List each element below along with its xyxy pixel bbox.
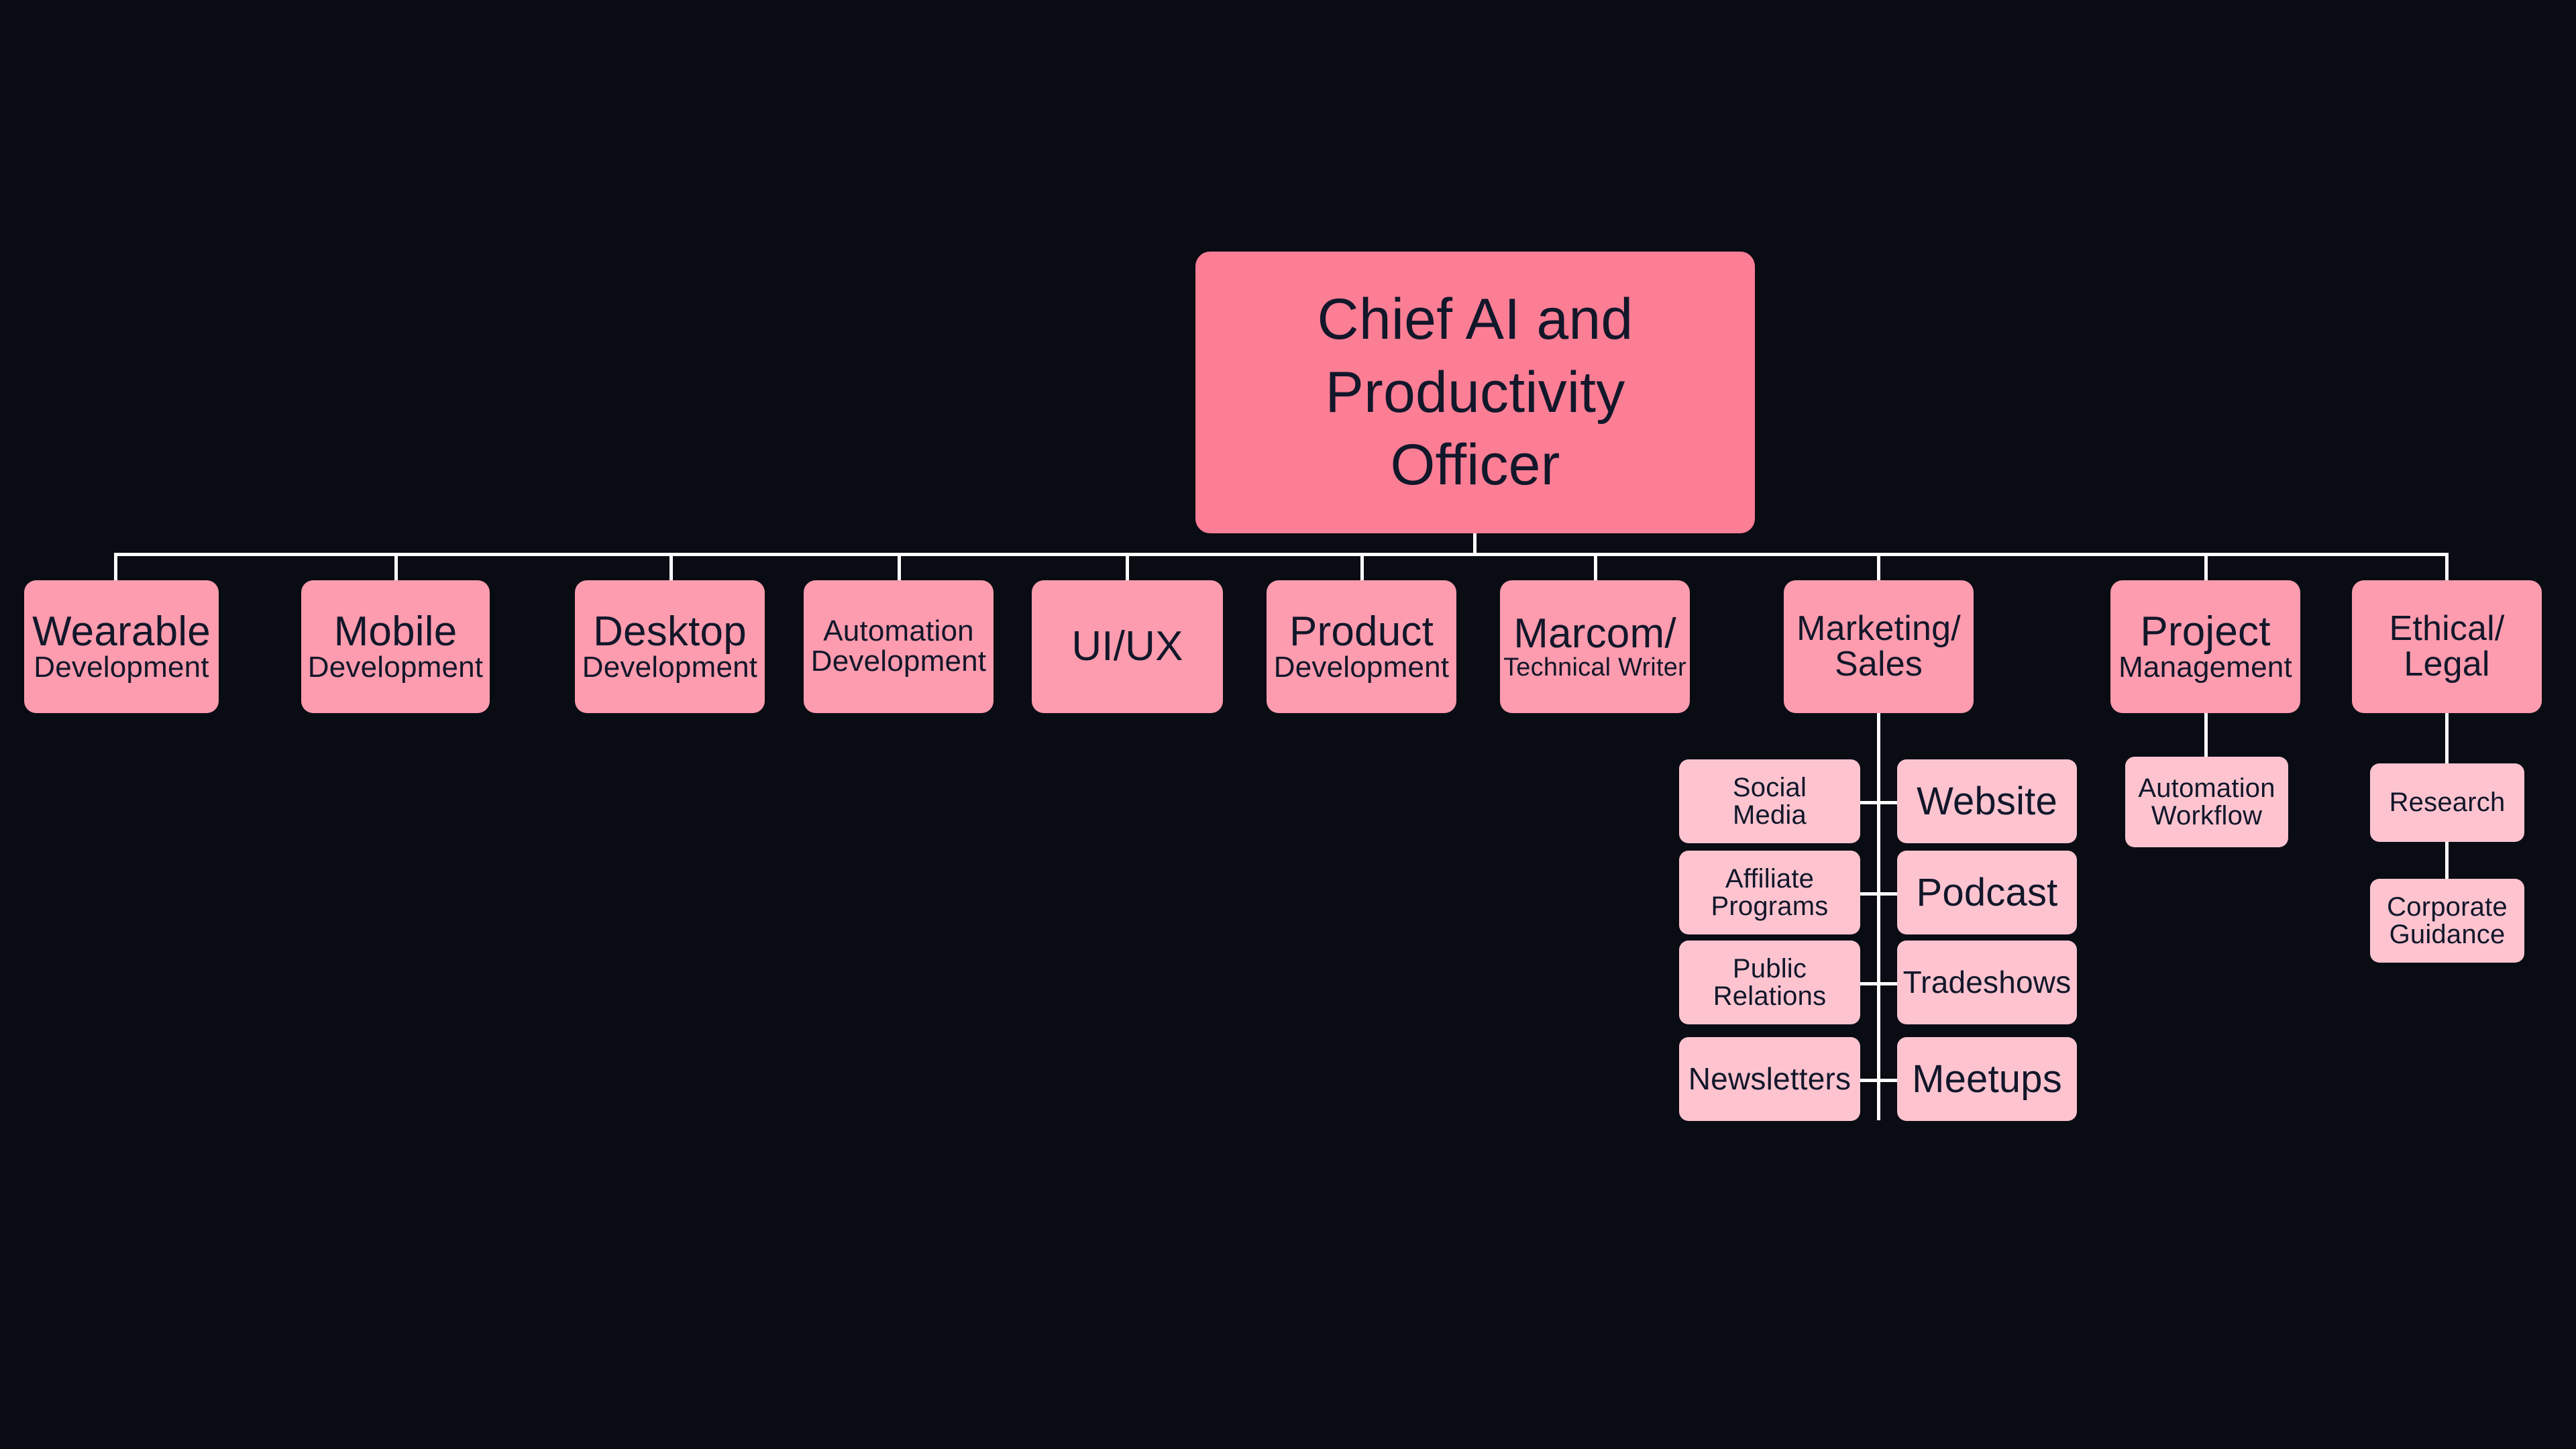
node-affiliate-programs[interactable]: Affiliate Programs: [1679, 851, 1860, 934]
node-ui-ux-line-1: UI/UX: [1071, 623, 1183, 670]
node-desktop-development-line-1: Desktop: [593, 608, 747, 655]
node-social-media-line-1: Social: [1732, 772, 1807, 802]
node-podcast-line-1: Podcast: [1916, 870, 2058, 914]
node-automation-workflow-line-2: Workflow: [2151, 800, 2263, 830]
node-podcast[interactable]: Podcast: [1897, 851, 2077, 934]
node-marcom-technical-writer-line-1: Marcom/: [1513, 610, 1676, 657]
node-root-chief-ai-and-productivity-officer[interactable]: Chief AI and Productivity Officer: [1195, 252, 1755, 533]
node-automation-development-line-2: Development: [810, 645, 987, 678]
node-tradeshows-line-1: Tradeshows: [1902, 965, 2072, 1000]
node-website[interactable]: Website: [1897, 759, 2077, 843]
connector-research-to-corporate-guidance: [2445, 842, 2449, 879]
node-automation-workflow[interactable]: Automation Workflow: [2125, 757, 2288, 847]
node-website-line-1: Website: [1917, 779, 2057, 823]
connector-ethical-to-research: [2445, 711, 2449, 763]
node-marketing-sales-line-1: Marketing/: [1796, 608, 1961, 648]
node-newsletters[interactable]: Newsletters: [1679, 1037, 1860, 1121]
connector-drop-marketing: [1877, 553, 1880, 580]
node-mobile-development-line-1: Mobile: [333, 608, 458, 655]
node-meetups[interactable]: Meetups: [1897, 1037, 2077, 1121]
node-public-relations-line-2: Relations: [1713, 981, 1827, 1011]
node-marcom-technical-writer-line-2: Technical Writer: [1503, 653, 1686, 682]
connector-drop-marcom: [1594, 553, 1597, 580]
node-newsletters-line-1: Newsletters: [1688, 1061, 1851, 1097]
connector-drop-ethical: [2445, 553, 2449, 580]
node-marketing-sales-line-2: Sales: [1834, 645, 1923, 684]
node-product-development-line-2: Development: [1273, 651, 1450, 684]
node-ethical-legal[interactable]: Ethical/ Legal: [2352, 580, 2542, 713]
connector-drop-product: [1360, 553, 1364, 580]
node-root-line-2: Productivity: [1325, 360, 1625, 425]
connector-drop-wearable: [114, 553, 117, 580]
node-automation-development[interactable]: Automation Development: [804, 580, 994, 713]
node-mobile-development-line-2: Development: [307, 651, 484, 684]
node-marketing-sales[interactable]: Marketing/ Sales: [1784, 580, 1974, 713]
connector-drop-desktop: [669, 553, 673, 580]
node-social-media-line-2: Media: [1733, 800, 1807, 830]
node-research-line-1: Research: [2389, 788, 2506, 818]
node-tradeshows[interactable]: Tradeshows: [1897, 941, 2077, 1024]
connector-stub-tradeshows: [1878, 982, 1901, 985]
connector-stub-website: [1878, 801, 1901, 804]
node-root-line-3: Officer: [1390, 433, 1560, 498]
connector-marketing-spine: [1877, 711, 1880, 1120]
node-meetups-line-1: Meetups: [1912, 1057, 2062, 1101]
node-project-management-line-1: Project: [2140, 608, 2271, 655]
node-public-relations[interactable]: Public Relations: [1679, 941, 1860, 1024]
connector-stub-meetups: [1878, 1079, 1901, 1082]
node-public-relations-line-1: Public: [1732, 953, 1807, 983]
connector-drop-project: [2204, 553, 2208, 580]
node-marcom-technical-writer[interactable]: Marcom/ Technical Writer: [1500, 580, 1690, 713]
node-corporate-guidance-line-1: Corporate: [2387, 892, 2508, 922]
node-project-management-line-2: Management: [2118, 651, 2292, 684]
node-affiliate-programs-line-2: Programs: [1711, 891, 1829, 921]
node-project-management[interactable]: Project Management: [2110, 580, 2300, 713]
node-corporate-guidance-line-2: Guidance: [2389, 919, 2506, 949]
node-automation-workflow-line-1: Automation: [2138, 773, 2275, 803]
connector-root-stem: [1473, 533, 1477, 555]
connector-drop-automation: [898, 553, 901, 580]
connector-stub-podcast: [1878, 892, 1901, 896]
node-corporate-guidance[interactable]: Corporate Guidance: [2370, 879, 2524, 963]
node-desktop-development[interactable]: Desktop Development: [575, 580, 765, 713]
node-social-media[interactable]: Social Media: [1679, 759, 1860, 843]
node-wearable-development-line-2: Development: [34, 651, 209, 684]
connector-drop-uiux: [1126, 553, 1129, 580]
node-automation-development-line-1: Automation: [823, 614, 974, 648]
node-ethical-legal-line-1: Ethical/: [2389, 608, 2505, 648]
node-research[interactable]: Research: [2370, 763, 2524, 842]
node-ethical-legal-line-2: Legal: [2404, 645, 2490, 684]
node-affiliate-programs-line-1: Affiliate: [1725, 863, 1815, 894]
node-mobile-development[interactable]: Mobile Development: [301, 580, 490, 713]
connector-drop-mobile: [394, 553, 398, 580]
node-wearable-development-line-1: Wearable: [32, 608, 211, 655]
connector-project-to-automation-workflow: [2204, 711, 2208, 758]
node-root-line-1: Chief AI and: [1317, 287, 1633, 352]
node-product-development[interactable]: Product Development: [1267, 580, 1456, 713]
node-desktop-development-line-2: Development: [582, 651, 758, 684]
connector-bus: [114, 553, 2447, 556]
node-ui-ux[interactable]: UI/UX: [1032, 580, 1223, 713]
node-product-development-line-1: Product: [1289, 608, 1434, 655]
node-wearable-development[interactable]: Wearable Development: [24, 580, 219, 713]
